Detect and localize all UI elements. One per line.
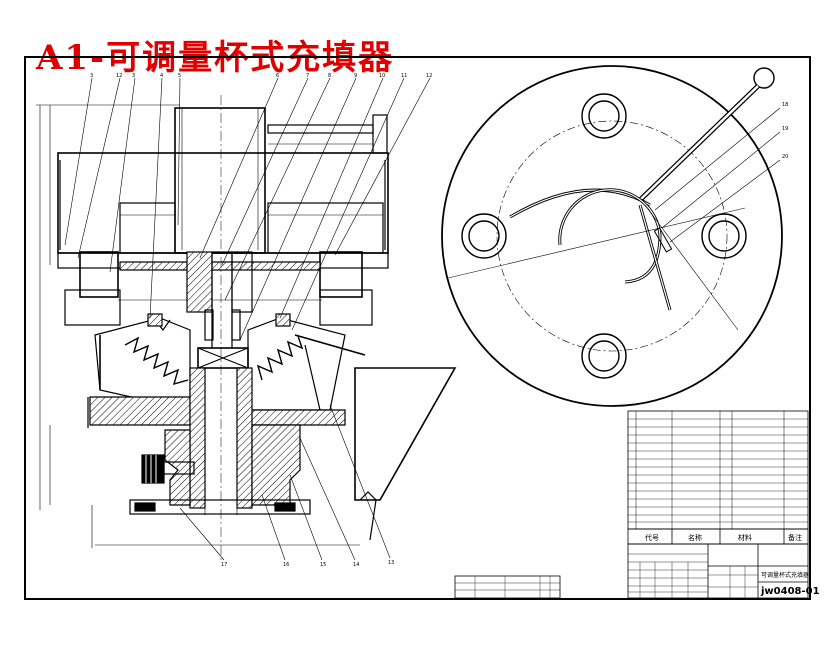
balloon: 16 [283,562,289,568]
balloon: 12 [426,73,432,79]
header-code: 代号 [645,533,659,542]
header-material: 材料 [738,533,752,542]
balloon: 3 [90,73,93,79]
plan-view [441,65,783,407]
header-name: 名称 [688,533,702,542]
balloon: 15 [320,562,326,568]
drawing-border [24,56,811,600]
drawing-code: jw0408-01 [760,586,820,597]
balloon: 6 [276,73,279,79]
balloon: 9 [354,73,357,79]
balloon: 3 [132,73,135,79]
balloon: 4 [160,73,163,79]
balloon: 20 [782,154,788,160]
drawing-name: 可调量杯式充填器 [761,571,809,579]
balloon: 13 [388,560,394,566]
balloon: 12 [116,73,122,79]
balloons-top: 3 12 3 4 5 6 7 8 9 10 11 12 [90,73,432,79]
parts-list [454,410,809,599]
balloons-bottom: 17 16 15 14 13 [221,560,394,568]
balloon: 14 [353,562,359,568]
header-remark: 备注 [788,533,802,542]
balloon: 11 [401,73,407,79]
balloon: 19 [782,126,788,132]
section-view [36,77,457,561]
balloons-right: 18 19 20 [782,102,788,160]
balloon: 8 [328,73,331,79]
balloon: 5 [178,73,181,79]
balloon: 10 [379,73,385,79]
balloon: 18 [782,102,788,108]
balloon: 7 [306,73,309,79]
balloon: 17 [221,562,227,568]
